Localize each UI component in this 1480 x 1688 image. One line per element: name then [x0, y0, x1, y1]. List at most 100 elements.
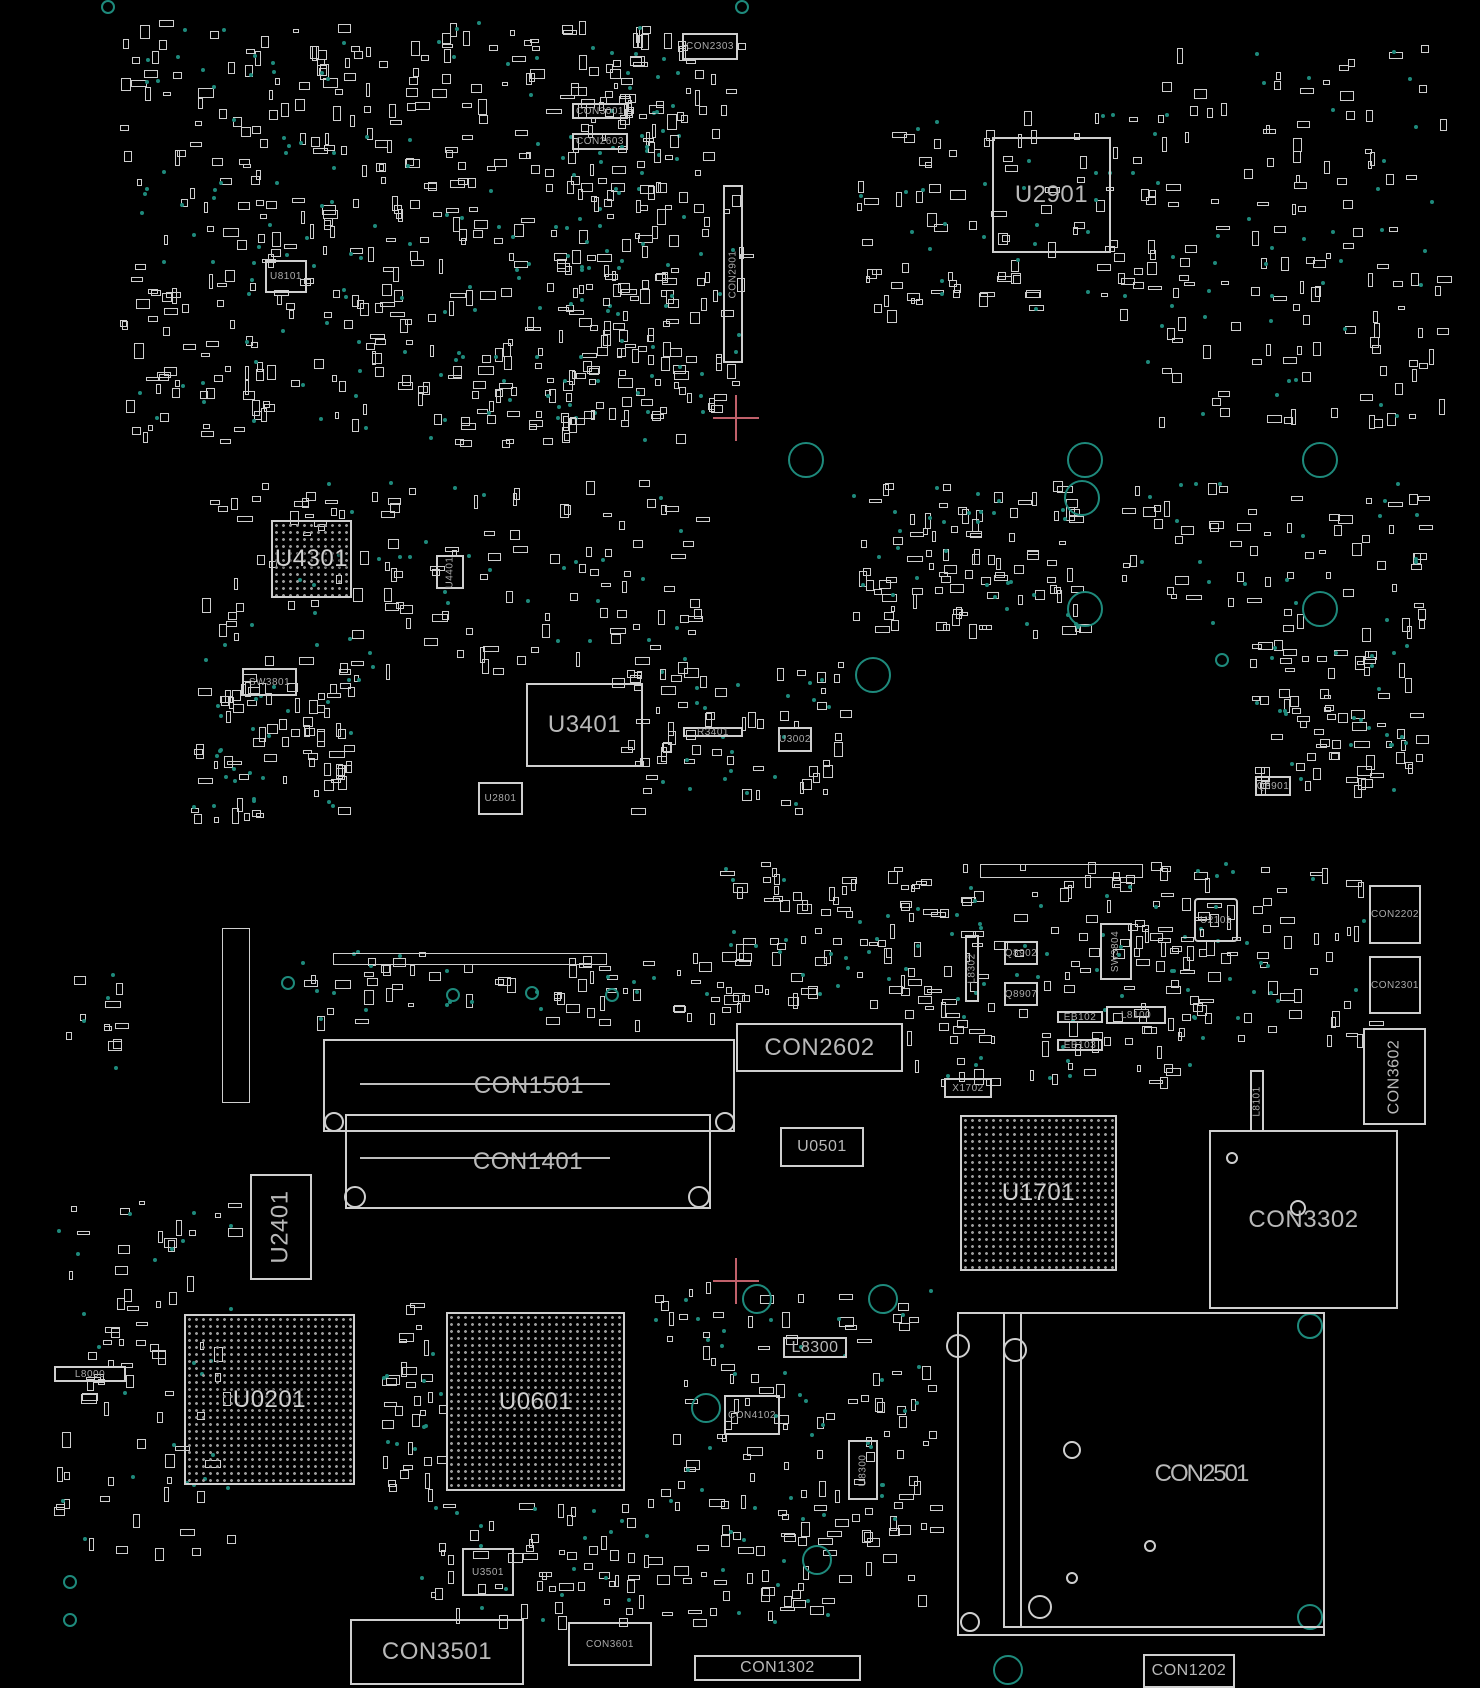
via: [659, 496, 664, 501]
smd-pad: [612, 677, 626, 688]
smd-pad: [691, 745, 701, 755]
smd-pad: [209, 30, 219, 39]
hole: [1144, 1540, 1156, 1552]
transistor-q8901[interactable]: Q8901: [1255, 776, 1291, 796]
inductor-l8101[interactable]: L8101: [1250, 1070, 1264, 1132]
connector-con3602[interactable]: CON3602: [1363, 1028, 1426, 1125]
smd-pad: [570, 592, 579, 602]
inductor-l8302[interactable]: L8302: [965, 935, 979, 1002]
via: [798, 1345, 803, 1350]
smd-pad: [581, 182, 593, 193]
smd-pad: [801, 1522, 811, 1537]
smd-pad: [737, 1547, 754, 1555]
smd-pad: [1258, 642, 1273, 651]
smd-pad: [89, 1538, 95, 1551]
smd-pad: [738, 43, 747, 51]
smd-pad: [912, 593, 917, 609]
via: [394, 1441, 399, 1446]
inductor-l8100[interactable]: L8100: [1106, 1006, 1166, 1024]
inductor-l8300[interactable]: L8300: [783, 1337, 847, 1358]
via: [900, 1313, 905, 1318]
connector-con2301[interactable]: CON2301: [1369, 956, 1421, 1014]
smd-pad: [258, 233, 265, 243]
connector-con1302[interactable]: CON1302: [694, 1655, 861, 1681]
via: [312, 610, 317, 615]
smd-pad: [739, 952, 752, 962]
smd-pad: [562, 30, 578, 35]
chip-u2801[interactable]: U2801: [478, 782, 523, 815]
connector-con2202[interactable]: CON2202: [1369, 885, 1421, 944]
smd-pad: [617, 347, 626, 357]
smd-pad: [214, 816, 219, 823]
connector-con2603[interactable]: CON2603: [572, 133, 628, 150]
switch-sw3801[interactable]: SW3801: [242, 668, 297, 696]
chip-u2101[interactable]: U2101: [1194, 898, 1238, 942]
transistor-q8902[interactable]: Q8902: [1004, 941, 1038, 965]
chip-u8101[interactable]: U8101: [265, 260, 307, 293]
crystal-x1702[interactable]: X1702: [944, 1078, 992, 1098]
smd-pad: [1219, 407, 1230, 418]
smd-pad: [658, 182, 667, 194]
smd-pad: [621, 419, 629, 427]
smd-pad: [816, 671, 826, 684]
connector-con1202[interactable]: CON1202: [1143, 1654, 1235, 1688]
connector-con3001[interactable]: CON3001: [572, 103, 628, 119]
smd-pad: [856, 1338, 872, 1344]
smd-pad: [874, 1398, 883, 1412]
chip-u8300[interactable]: U8300: [848, 1440, 878, 1500]
smd-pad: [798, 1582, 804, 1592]
smd-pad: [1113, 872, 1121, 882]
smd-pad: [762, 1570, 770, 1582]
via: [82, 1537, 87, 1542]
connector-con1501[interactable]: CON1501: [323, 1039, 735, 1132]
chip-u1701[interactable]: U1701: [960, 1115, 1117, 1271]
connector-con1401[interactable]: CON1401: [345, 1114, 711, 1209]
bead-eb102[interactable]: EB102: [1057, 1011, 1103, 1023]
resistor-r3401[interactable]: R3401: [683, 727, 743, 738]
smd-pad: [1073, 133, 1080, 140]
connector-con2602[interactable]: CON2602: [736, 1023, 903, 1072]
switch-sw3804[interactable]: SW3804: [1100, 923, 1132, 980]
connector-con2303[interactable]: CON2303: [682, 33, 738, 60]
chip-u3002[interactable]: U3002: [778, 727, 812, 752]
chip-u0601[interactable]: U0601: [446, 1312, 625, 1491]
smd-pad: [572, 249, 581, 264]
connector-con4102[interactable]: CON4102: [724, 1395, 780, 1435]
via: [646, 638, 651, 643]
via: [973, 990, 978, 995]
connector-con3601[interactable]: CON3601: [568, 1622, 652, 1666]
chip-u0201[interactable]: U0201: [184, 1314, 355, 1485]
smd-pad: [1042, 1033, 1052, 1038]
smd-pad: [1264, 531, 1271, 537]
chip-u3501[interactable]: U3501: [462, 1548, 514, 1596]
chip-u4401[interactable]: U4401: [436, 555, 464, 589]
connector-con3501[interactable]: CON3501: [350, 1619, 524, 1685]
smd-pad: [732, 883, 749, 893]
via: [1277, 709, 1282, 714]
smd-pad: [77, 1230, 90, 1236]
smd-pad: [1124, 986, 1135, 991]
via: [596, 378, 601, 383]
smd-pad: [652, 123, 657, 139]
chip-u0501[interactable]: U0501: [780, 1127, 864, 1167]
connector-con2901[interactable]: CON2901: [723, 185, 743, 363]
chip-u2401[interactable]: U2401: [250, 1174, 312, 1280]
smd-pad: [1407, 763, 1413, 774]
smd-pad: [1290, 696, 1299, 707]
transistor-q8907[interactable]: Q8907: [1004, 982, 1038, 1006]
smd-pad: [1125, 875, 1135, 885]
bead-eb103[interactable]: EB103: [1057, 1039, 1103, 1051]
smd-pad: [559, 94, 576, 99]
connector-con3302[interactable]: CON3302: [1209, 1130, 1398, 1309]
inductor-l8000[interactable]: L8000: [54, 1366, 126, 1382]
smd-pad: [1394, 382, 1403, 395]
smd-pad: [690, 311, 700, 324]
chip-u3401[interactable]: U3401: [526, 683, 643, 767]
smd-pad: [1392, 280, 1403, 288]
chip-u4301[interactable]: U4301: [271, 520, 352, 598]
via: [661, 128, 666, 133]
via: [729, 768, 734, 773]
chip-u2901[interactable]: U2901: [992, 137, 1111, 253]
smd-pad: [869, 941, 878, 947]
smd-pad: [628, 739, 636, 750]
